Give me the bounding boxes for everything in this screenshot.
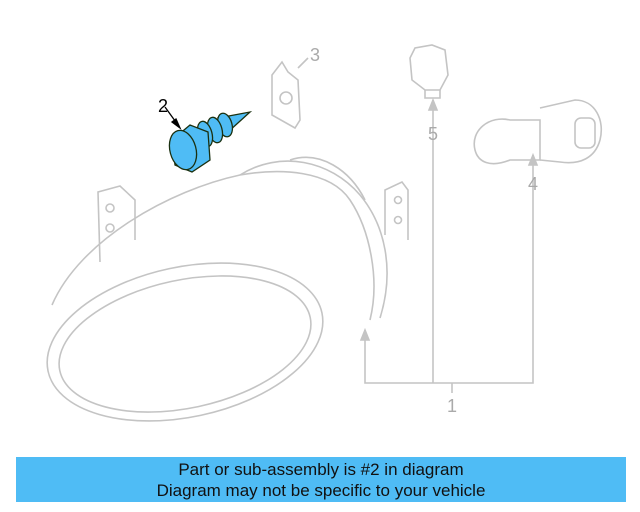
screw-part-2 (164, 106, 253, 173)
fog-lamp-housing (46, 156, 409, 422)
bulb-part-4 (473, 99, 602, 165)
callout-5[interactable]: 5 (428, 124, 438, 144)
banner-disclaimer-line: Diagram may not be specific to your vehi… (156, 481, 486, 500)
info-banner: Part or sub-assembly is #2 in diagram Di… (16, 457, 626, 502)
banner-part-line: Part or sub-assembly is #2 in diagram (178, 460, 464, 479)
callout-4[interactable]: 4 (528, 174, 538, 194)
leader-lines (297, 57, 539, 393)
callout-2[interactable]: 2 (158, 96, 168, 116)
callout-3[interactable]: 3 (310, 45, 320, 65)
callout-1[interactable]: 1 (447, 396, 457, 416)
socket-part-5 (409, 44, 449, 99)
clip-part-3 (271, 60, 301, 130)
